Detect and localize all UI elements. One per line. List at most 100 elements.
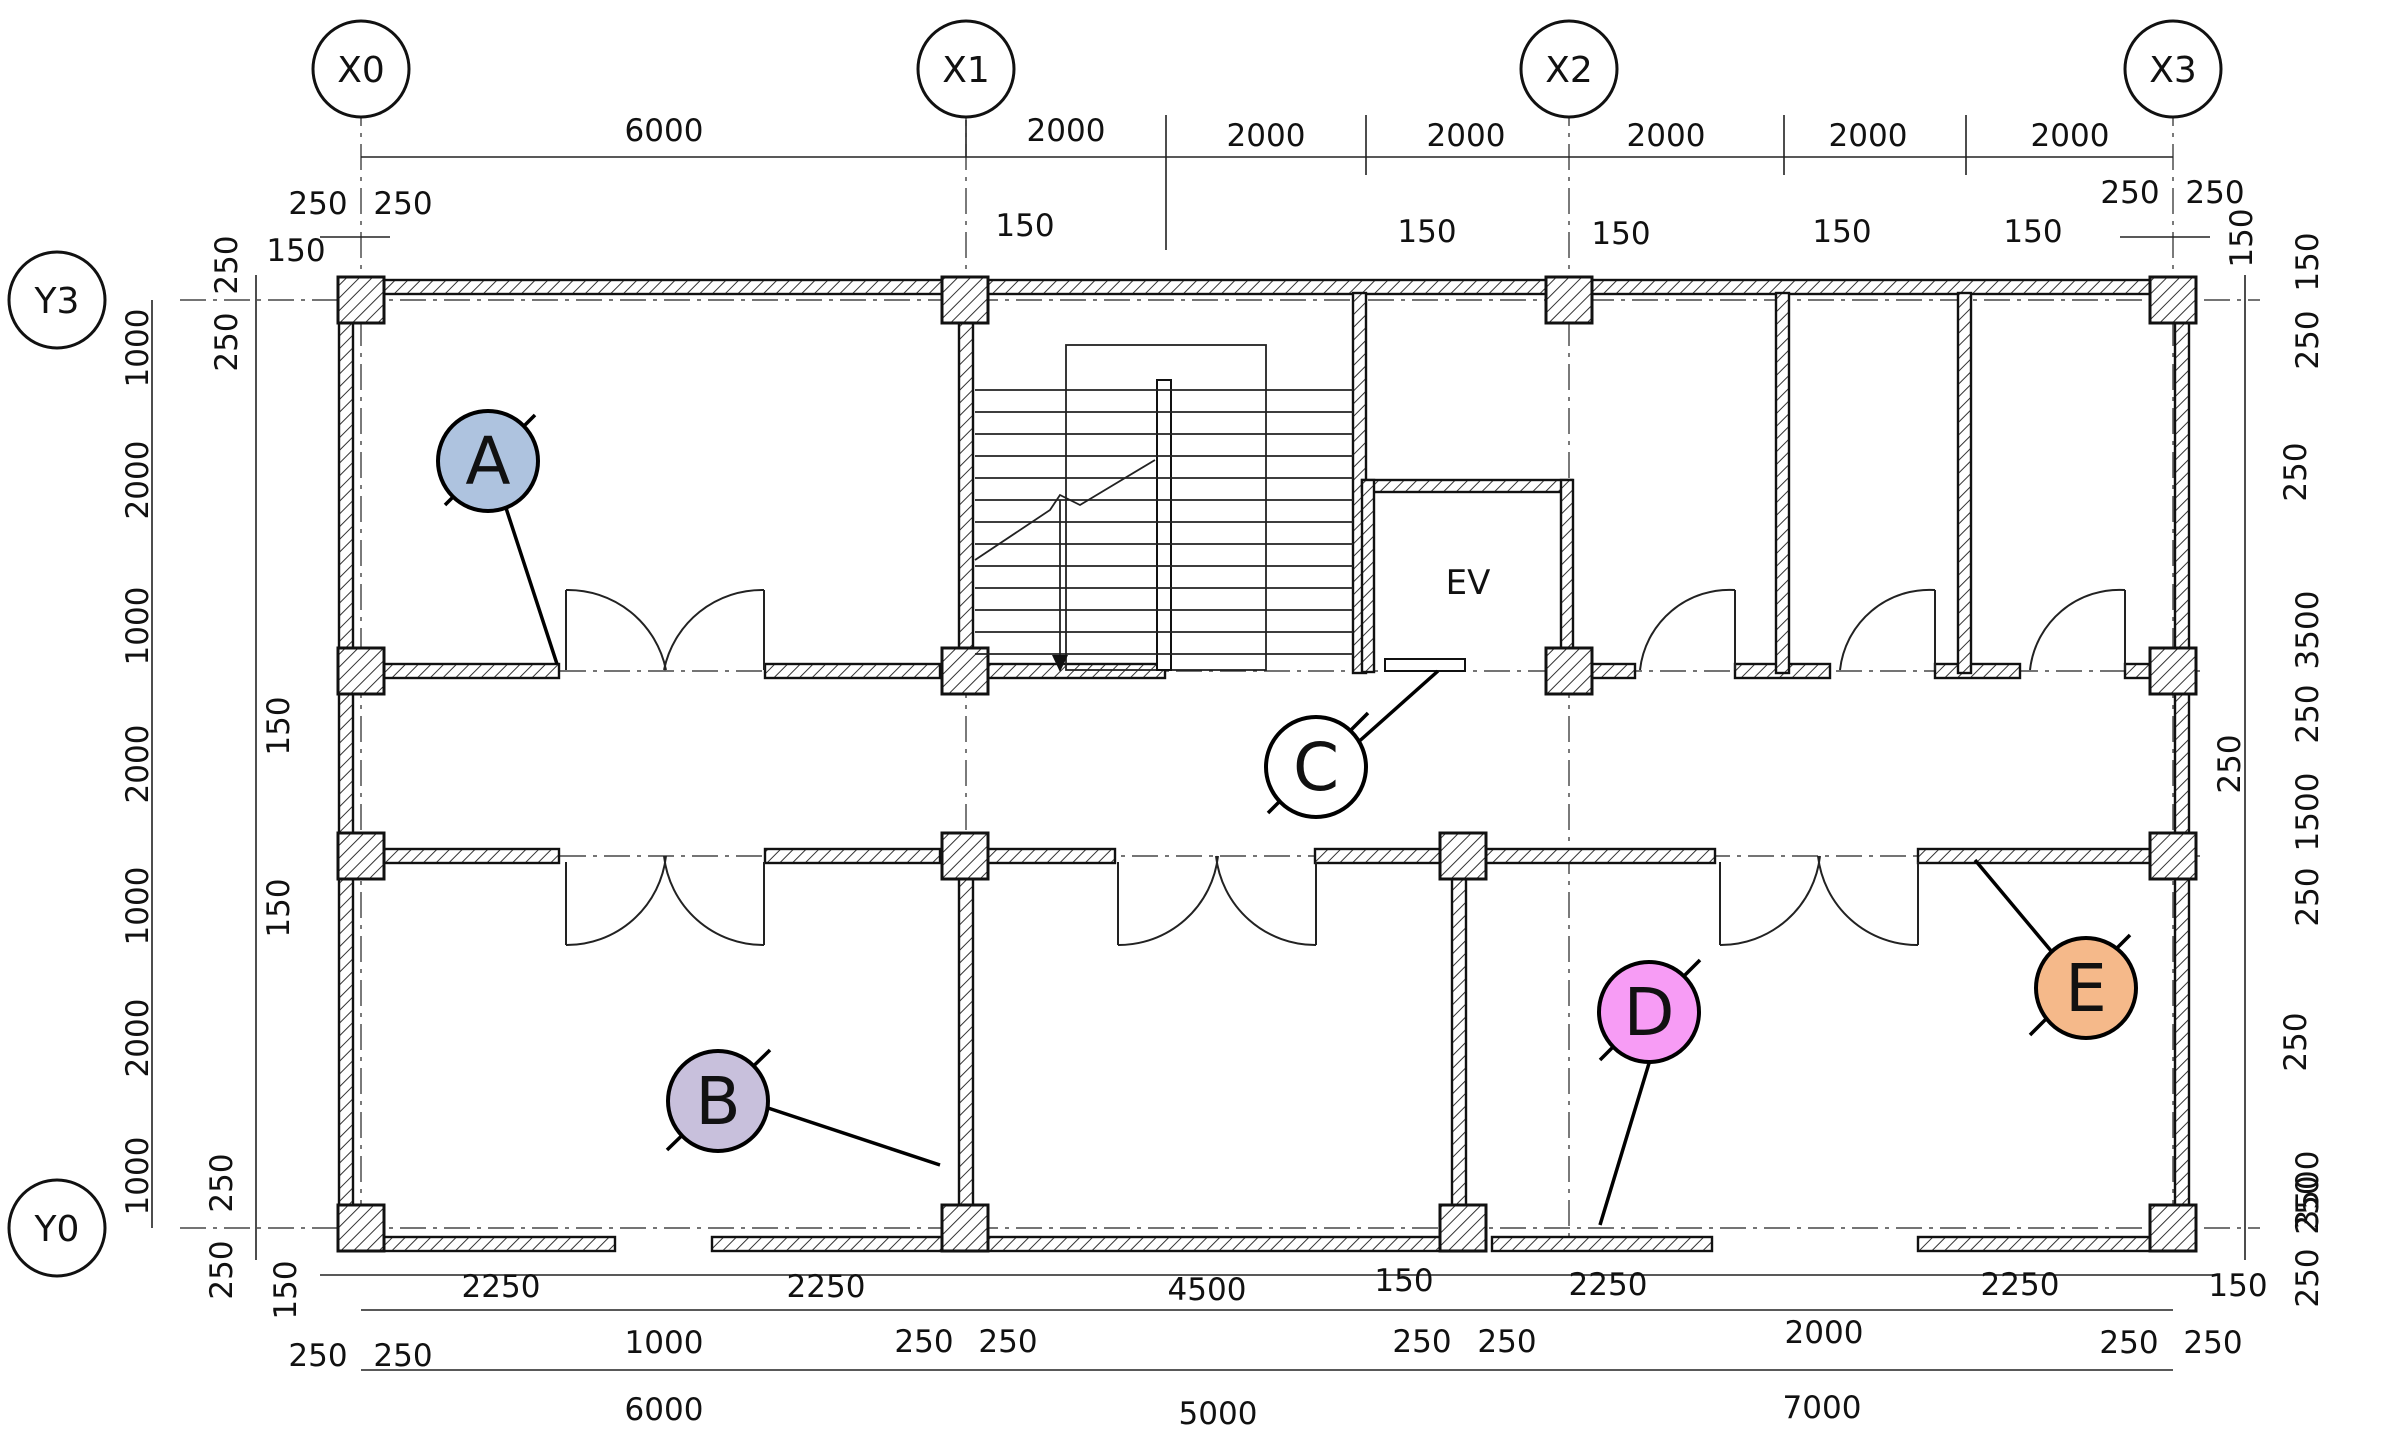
dim-top-b6: 150 <box>1591 216 1650 252</box>
dim-bot-b9: 250 <box>2099 1325 2158 1361</box>
dimension-text-left: 250 250 1000 2000 1000 150 2000 1000 150… <box>120 235 304 1319</box>
callout-d: D <box>1597 958 1702 1226</box>
grid-label-x0: X0 <box>337 50 385 91</box>
grid-label-y0: Y0 <box>34 1209 80 1250</box>
dim-right-10: 3500 <box>2290 1151 2326 1230</box>
callout-b: B <box>665 1048 941 1167</box>
staircase <box>974 344 1353 672</box>
callout-b-label: B <box>695 1063 740 1140</box>
grid-bubble-x2: X2 <box>1519 19 1619 119</box>
dim-top-7: 2000 <box>2031 118 2110 154</box>
room-label-ev: EV <box>1446 563 1491 603</box>
dimension-text-bottom: 2250 2250 4500 150 2250 2250 150 250 250… <box>288 1263 2267 1431</box>
dim-left-11: 1000 <box>120 1137 156 1216</box>
dim-top-6: 2000 <box>1829 118 1908 154</box>
dim-bot-b7: 250 <box>1477 1324 1536 1360</box>
dimension-text-top: 6000 2000 2000 2000 2000 2000 2000 250 2… <box>266 113 2260 269</box>
dim-bot-c3: 7000 <box>1783 1390 1862 1426</box>
callout-d-label: D <box>1624 974 1675 1051</box>
dim-top-b4: 150 <box>995 208 1054 244</box>
grid-label-y3: Y3 <box>34 281 80 322</box>
dim-left-6: 150 <box>261 696 297 755</box>
dim-bot-2: 2250 <box>787 1269 866 1305</box>
dim-right-4: 3500 <box>2290 591 2326 670</box>
callout-b-circle <box>666 1049 770 1153</box>
dim-bot-b2: 250 <box>373 1338 432 1374</box>
grid-bubble-x3: X3 <box>2123 19 2223 119</box>
dim-right-3: 250 <box>2278 442 2314 501</box>
dim-top-b1: 250 <box>288 186 347 222</box>
dim-right-1: 150 <box>2290 232 2326 291</box>
dim-right-5: 250 <box>2290 684 2326 743</box>
callout-a-circle <box>436 409 540 513</box>
dimension-lines <box>151 115 2246 1371</box>
dim-top-b3: 150 <box>266 233 325 269</box>
dim-left-8: 1000 <box>120 867 156 946</box>
dim-left-7: 2000 <box>120 725 156 804</box>
dim-top-3: 2000 <box>1227 118 1306 154</box>
dim-left-13: 250 <box>204 1240 240 1299</box>
grid-bubble-x1: X1 <box>916 19 1016 119</box>
dim-bot-b1: 250 <box>288 1338 347 1374</box>
callout-c: C <box>1264 669 1440 819</box>
dim-bot-4: 150 <box>1374 1263 1433 1299</box>
dim-right-9: 250 <box>2278 1012 2314 1071</box>
dim-top-4: 2000 <box>1427 118 1506 154</box>
dim-top-b7: 150 <box>1812 214 1871 250</box>
callout-d-circle <box>1597 960 1701 1064</box>
dim-left-2: 250 <box>209 312 245 371</box>
dim-left-3: 1000 <box>120 309 156 388</box>
dim-left-4: 2000 <box>120 441 156 520</box>
walls <box>337 278 2191 1253</box>
dim-top-b11: 150 <box>2224 208 2260 267</box>
dim-right-7: 1500 <box>2290 773 2326 852</box>
dim-bot-b10: 250 <box>2183 1325 2242 1361</box>
dim-top-5: 2000 <box>1627 118 1706 154</box>
dim-left-14: 150 <box>268 1260 304 1319</box>
columns <box>336 275 2198 1253</box>
dim-left-9: 150 <box>261 878 297 937</box>
dim-bot-6: 2250 <box>1981 1267 2060 1303</box>
doors <box>565 588 2126 947</box>
dim-bot-b3: 1000 <box>625 1325 704 1361</box>
dim-bot-1: 2250 <box>462 1269 541 1305</box>
grid-label-x3: X3 <box>2149 50 2197 91</box>
dim-bot-7: 150 <box>2208 1268 2267 1304</box>
dim-bot-b4: 250 <box>894 1324 953 1360</box>
dim-top-b10: 250 <box>2185 175 2244 211</box>
callout-e-label: E <box>2065 950 2107 1027</box>
dim-bot-5: 2250 <box>1569 1267 1648 1303</box>
dim-top-b5: 150 <box>1397 214 1456 250</box>
dim-bot-c2: 5000 <box>1179 1396 1258 1431</box>
dim-bot-3: 4500 <box>1168 1272 1247 1308</box>
dim-right-11: 250 <box>2290 1248 2326 1307</box>
dim-bot-c1: 6000 <box>625 1392 704 1428</box>
dim-top-2: 2000 <box>1027 113 1106 149</box>
callout-e-circle <box>2034 936 2138 1040</box>
dim-right-8: 250 <box>2290 867 2326 926</box>
callout-e: E <box>1973 858 2138 1040</box>
callout-a: A <box>436 409 559 665</box>
callout-c-label: C <box>1293 729 1339 806</box>
grid-label-x1: X1 <box>942 50 990 91</box>
dim-bot-b5: 250 <box>978 1324 1037 1360</box>
dim-left-10: 2000 <box>120 999 156 1078</box>
grid-bubble-x0: X0 <box>311 19 411 119</box>
dim-top-b8: 150 <box>2003 214 2062 250</box>
dim-bot-b6: 250 <box>1392 1324 1451 1360</box>
dim-right-2: 250 <box>2290 310 2326 369</box>
dim-right-6: 250 <box>2212 734 2248 793</box>
dim-top-b9: 250 <box>2100 175 2159 211</box>
dimension-text-right: 150 250 250 3500 250 250 1500 250 250 35… <box>2212 232 2326 1307</box>
dim-left-1: 250 <box>209 235 245 294</box>
dim-top-1: 6000 <box>625 113 704 149</box>
dim-top-b2: 250 <box>373 186 432 222</box>
dim-right-12: 250 <box>2290 1175 2326 1234</box>
grid-bubble-y3: Y3 <box>7 250 107 350</box>
grid-label-x2: X2 <box>1545 50 1593 91</box>
dim-left-12: 250 <box>204 1153 240 1212</box>
callout-a-label: A <box>465 423 510 500</box>
dim-bot-b8: 2000 <box>1785 1315 1864 1351</box>
dim-left-5: 1000 <box>120 587 156 666</box>
